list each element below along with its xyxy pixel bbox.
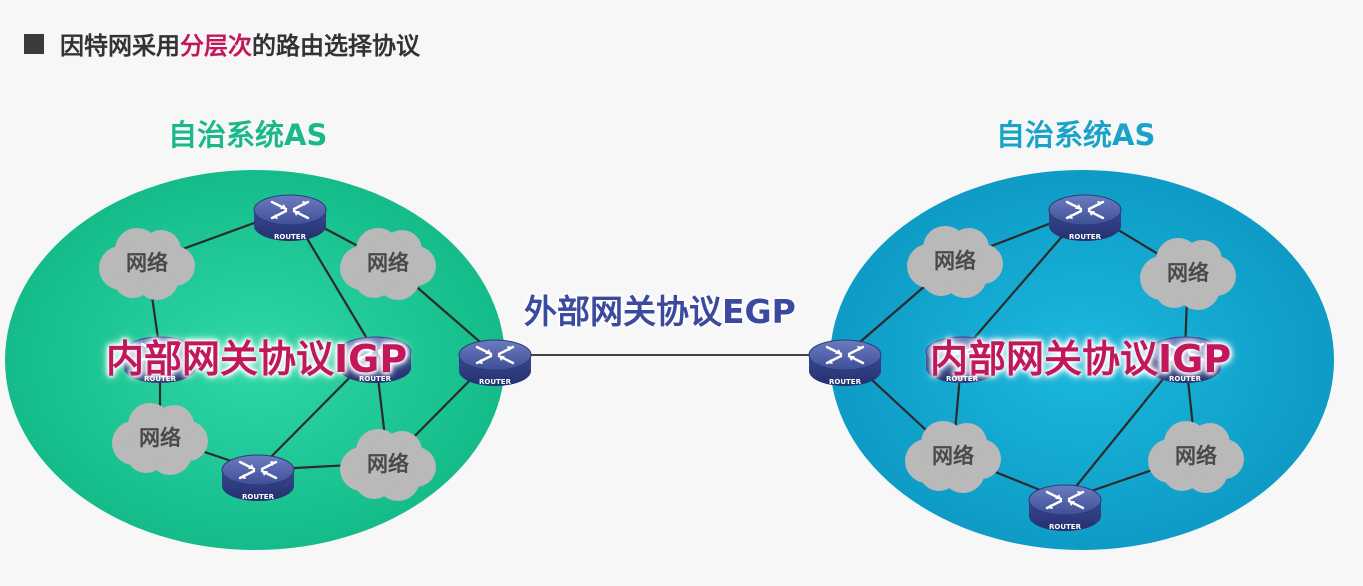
network-label: 网络 [367, 452, 409, 476]
left-as-label: 自治系统AS [168, 112, 327, 154]
router-label: ROUTER [1049, 523, 1082, 531]
router-label: ROUTER [1069, 233, 1102, 241]
network-label: 网络 [1175, 444, 1217, 468]
router-icon: ROUTER [222, 455, 294, 501]
router-label: ROUTER [829, 378, 862, 386]
router-label: ROUTER [274, 233, 307, 241]
network-label: 网络 [126, 251, 168, 275]
network-label: 网络 [139, 426, 181, 450]
router-label: ROUTER [479, 378, 512, 386]
router-icon: ROUTER [1049, 195, 1121, 241]
egp-label: 外部网关协议EGP [524, 285, 796, 333]
network-label: 网络 [932, 444, 974, 468]
router-icon: ROUTER [254, 195, 326, 241]
network-label: 网络 [934, 249, 976, 273]
router-icon: ROUTER [809, 340, 881, 386]
left-igp-label: 内部网关协议IGP [106, 328, 407, 383]
right-igp-label: 内部网关协议IGP [930, 328, 1231, 383]
network-label: 网络 [1167, 261, 1209, 285]
router-label: ROUTER [242, 493, 275, 501]
right-as-label: 自治系统AS [996, 112, 1155, 154]
router-icon: ROUTER [459, 340, 531, 386]
router-icon: ROUTER [1029, 485, 1101, 531]
network-label: 网络 [367, 251, 409, 275]
